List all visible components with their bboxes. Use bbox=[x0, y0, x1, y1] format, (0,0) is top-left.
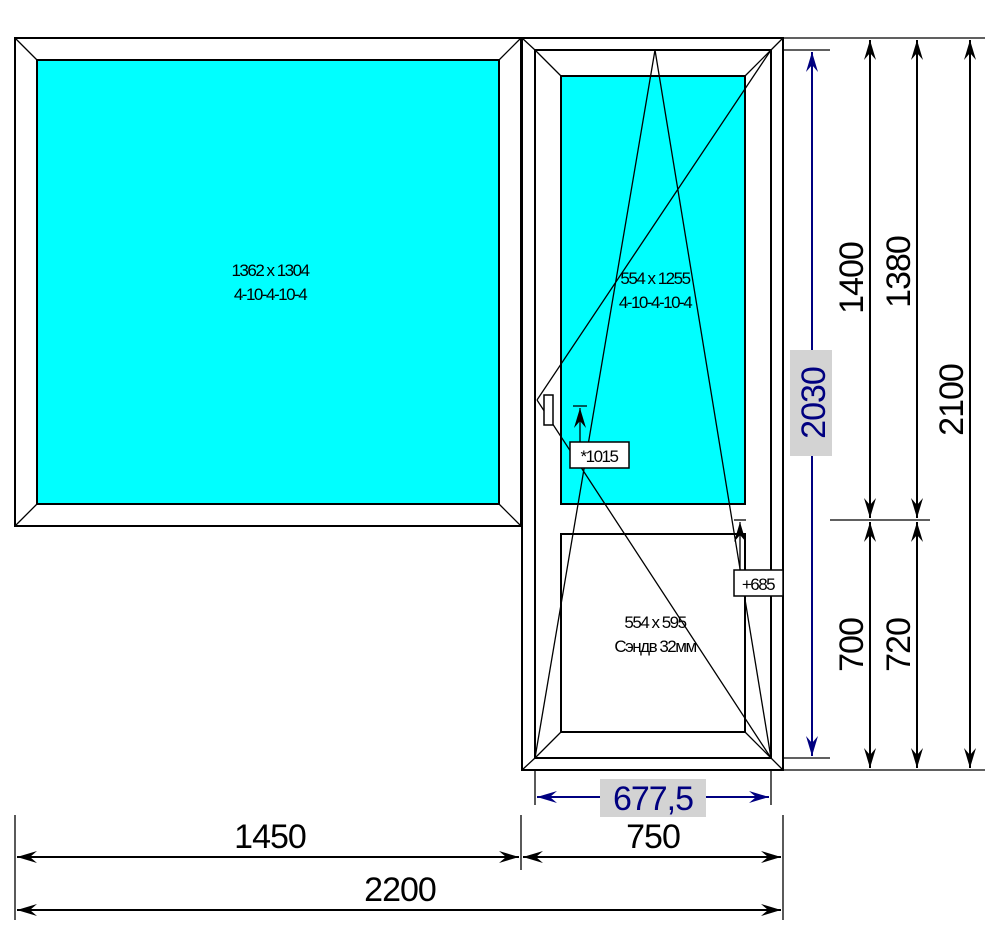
dim-700: 700 bbox=[833, 618, 871, 672]
door-upper-size: 554 x 1255 bbox=[620, 269, 690, 288]
left-glass-size: 1362 x 1304 bbox=[231, 261, 309, 280]
dim-750: 750 bbox=[626, 818, 680, 856]
impost-offset-box bbox=[733, 569, 784, 597]
door-frame-miters bbox=[521, 37, 784, 771]
dim-1400: 1400 bbox=[833, 242, 871, 314]
handle-height-box bbox=[569, 441, 630, 469]
left-glass-glazing: 4-10-4-10-4 bbox=[234, 285, 307, 304]
dim-1380: 1380 bbox=[880, 236, 918, 308]
door-handle-icon[interactable] bbox=[543, 394, 554, 426]
impost-offset-label: +685 bbox=[742, 575, 775, 594]
door-lower-panel bbox=[560, 533, 746, 733]
door-upper-glass bbox=[560, 75, 746, 505]
left-window-glass bbox=[36, 59, 500, 505]
dim-2100: 2100 bbox=[933, 364, 971, 436]
dim-2030: 2030 bbox=[795, 367, 833, 439]
dim-1450: 1450 bbox=[234, 818, 306, 856]
dim-2200: 2200 bbox=[364, 871, 436, 909]
dim-2030-bg bbox=[790, 350, 832, 456]
extension-lines bbox=[783, 37, 985, 771]
door-upper-glazing: 4-10-4-10-4 bbox=[619, 293, 692, 312]
left-window[interactable]: 1362 x 1304 4-10-4-10-4 bbox=[14, 37, 522, 527]
door-lower-fill: Сэндв 32мм bbox=[614, 637, 696, 656]
vertical-dimensions: 2030 1400 700 1380 720 2100 bbox=[783, 37, 985, 771]
dim-677-5: 677,5 bbox=[613, 780, 693, 818]
dim-677-5-bg bbox=[600, 779, 706, 817]
horizontal-dimensions: 677,5 1450 750 2200 bbox=[14, 770, 784, 920]
opening-direction-lines bbox=[534, 49, 772, 759]
door-sash-miters bbox=[534, 49, 772, 759]
door-lower-size: 554 x 595 bbox=[624, 613, 686, 632]
handle-height-label: *1015 bbox=[581, 447, 619, 466]
door-frame bbox=[521, 37, 784, 771]
dim-720: 720 bbox=[880, 618, 918, 672]
frame-miters bbox=[14, 37, 522, 527]
extension-lines-bottom bbox=[14, 770, 784, 920]
balcony-door[interactable]: 554 x 1255 4-10-4-10-4 554 x 595 Сэндв 3… bbox=[521, 37, 784, 771]
door-sash bbox=[534, 49, 772, 759]
